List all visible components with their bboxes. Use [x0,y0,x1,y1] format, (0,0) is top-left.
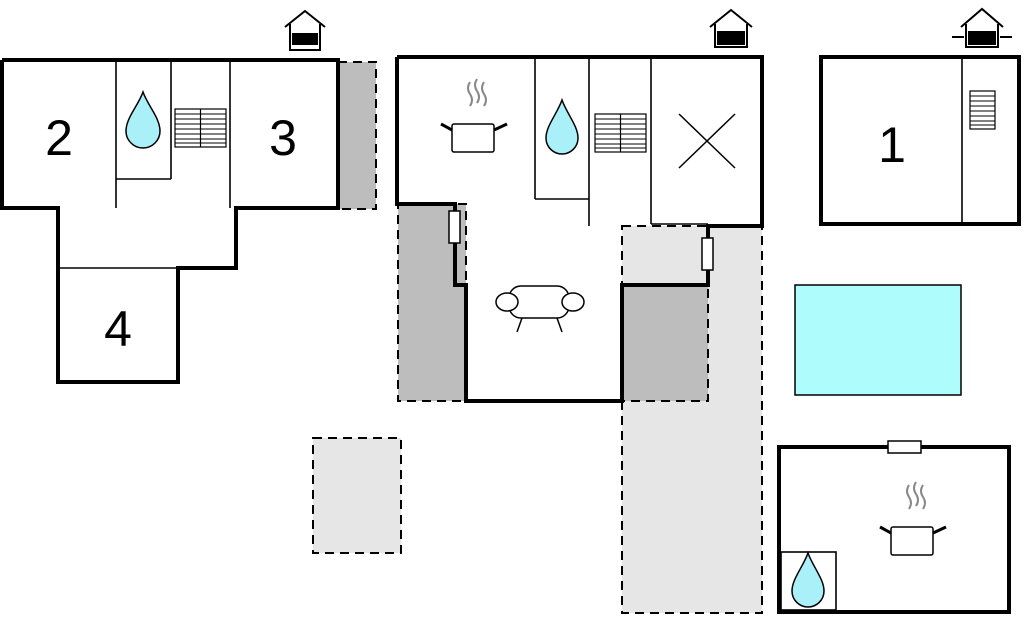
building-center [395,8,764,403]
room-label-3: 3 [269,110,297,166]
water-drop-icon [791,550,825,608]
building-left: 2 3 4 [0,9,340,384]
steam-icon [467,78,487,107]
terrace-detached [312,437,402,554]
room-label-1: 1 [878,117,906,173]
pool [794,284,962,396]
sofa-icon [495,285,585,333]
cooking-pot-icon [879,525,947,556]
terrace-center [621,284,709,402]
building-right: 1 [819,7,1021,226]
steam-icon [906,481,926,510]
room-label-4: 4 [104,301,132,357]
radiator-icon [594,113,647,153]
building-annex [777,440,1011,614]
house-entrance-icon [284,9,326,51]
water-drop-icon [545,97,579,155]
water-drop-icon [125,89,161,149]
house-entrance-icon [952,7,1012,48]
terrace-strip-left [337,61,377,210]
radiator-icon [969,90,996,130]
cross-icon [678,113,736,169]
radiator-icon [174,108,227,148]
door-icon [701,237,714,271]
door-icon [448,210,461,244]
door-icon [887,440,922,454]
cooking-pot-icon [440,122,508,153]
room-label-2: 2 [45,110,73,166]
house-entrance-icon [709,8,753,48]
